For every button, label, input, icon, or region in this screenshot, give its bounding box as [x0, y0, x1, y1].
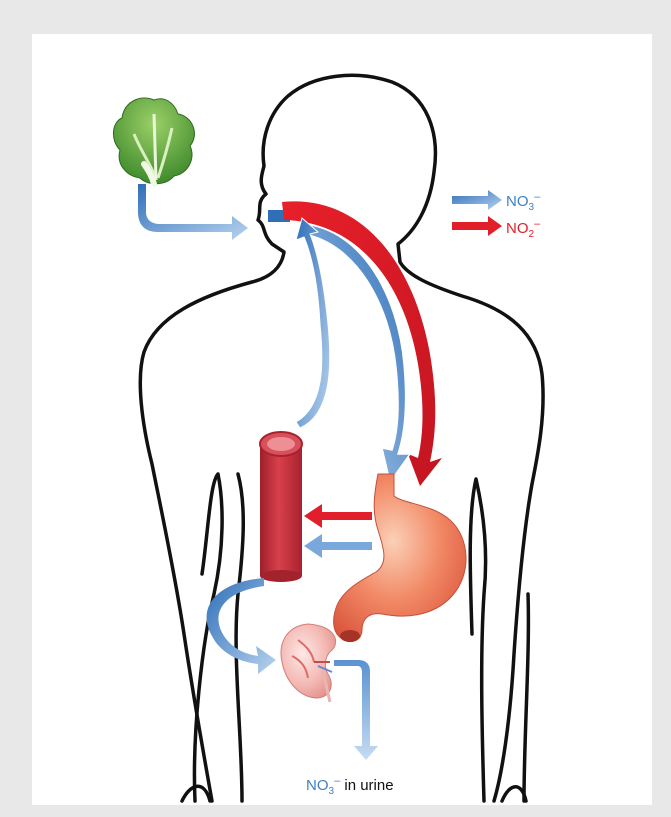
legend-nitrite-arrow	[452, 216, 502, 236]
legend-nitrate: NO3–	[452, 190, 541, 213]
body-outline	[140, 75, 543, 801]
legend-nitrite-label: NO2–	[506, 218, 541, 240]
blood-vessel-icon	[260, 432, 302, 582]
nitrate-absorption-arrow	[304, 534, 372, 558]
legend-nitrite: NO2–	[452, 216, 541, 240]
diagram-panel: NO3– NO2– NO3– in urine	[32, 34, 652, 805]
legend-nitrate-arrow	[452, 190, 502, 210]
legend-nitrate-label: NO3–	[506, 191, 541, 213]
stomach-to-blood-arrows	[304, 504, 372, 558]
lettuce-icon	[113, 98, 194, 184]
nitrate-cycle-diagram: NO3– NO2– NO3– in urine	[32, 34, 652, 805]
urinary-excretion-arrow	[334, 660, 378, 760]
right-inner-arm-outline	[524, 594, 528, 801]
urine-nitrate-label: NO3– in urine	[306, 775, 394, 797]
right-arm-outline	[470, 479, 485, 801]
dietary-nitrate-arrow	[138, 184, 248, 240]
stomach-icon	[334, 474, 466, 642]
left-inner-arm-outline	[236, 474, 243, 801]
blood-to-kidney-arrow	[207, 578, 276, 674]
kidney-icon	[281, 624, 336, 702]
legend: NO3– NO2–	[452, 190, 541, 240]
nitrite-absorption-arrow	[304, 504, 372, 528]
